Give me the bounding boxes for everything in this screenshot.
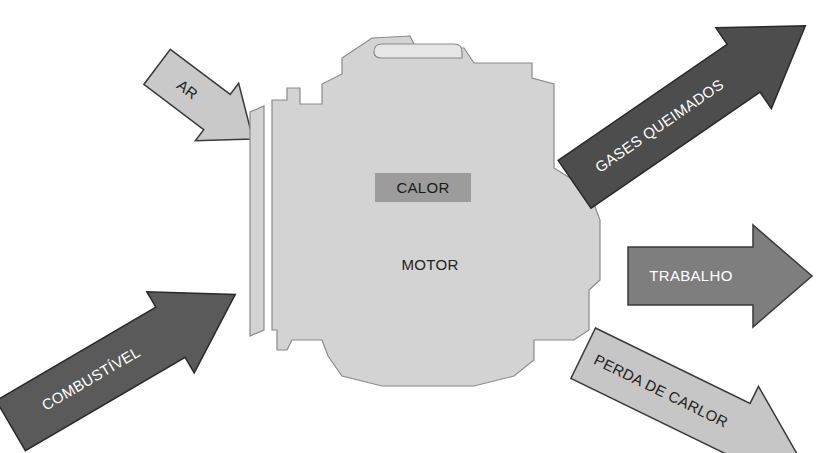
heat-box: CALOR xyxy=(375,173,471,202)
node-label: COMBUSTÍVEL xyxy=(39,343,144,414)
arrow-outline xyxy=(547,0,817,225)
engine-body: MOTOR CALOR xyxy=(232,28,604,396)
belt-cover xyxy=(250,106,264,336)
arrow-outline xyxy=(628,225,812,327)
arrow-outline xyxy=(0,254,259,453)
input-arrow: COMBUSTÍVEL xyxy=(0,252,260,453)
node-label: MOTOR xyxy=(401,256,458,274)
output-arrow: TRABALHO xyxy=(627,224,813,328)
node-label: CALOR xyxy=(396,179,449,197)
arrow-outline xyxy=(563,311,817,453)
engine-silhouette xyxy=(232,28,604,396)
engine-block xyxy=(272,36,600,386)
arrow-text-area: PERDA DE CARLOR xyxy=(576,330,747,452)
node-label: AR xyxy=(173,76,201,103)
output-arrow: PERDA DE CARLOR xyxy=(562,310,817,453)
arrow-text-area: TRABALHO xyxy=(633,247,749,305)
node-label: TRABALHO xyxy=(649,267,732,285)
output-arrow: GASES QUEIMADOS xyxy=(545,0,817,226)
arrow-text-area: GASES QUEIMADOS xyxy=(562,47,756,206)
block-arrow xyxy=(562,310,817,453)
arrow-text-area: COMBUSTÍVEL xyxy=(0,309,181,448)
node-label: PERDA DE CARLOR xyxy=(591,351,731,432)
intake-manifold xyxy=(374,44,462,58)
